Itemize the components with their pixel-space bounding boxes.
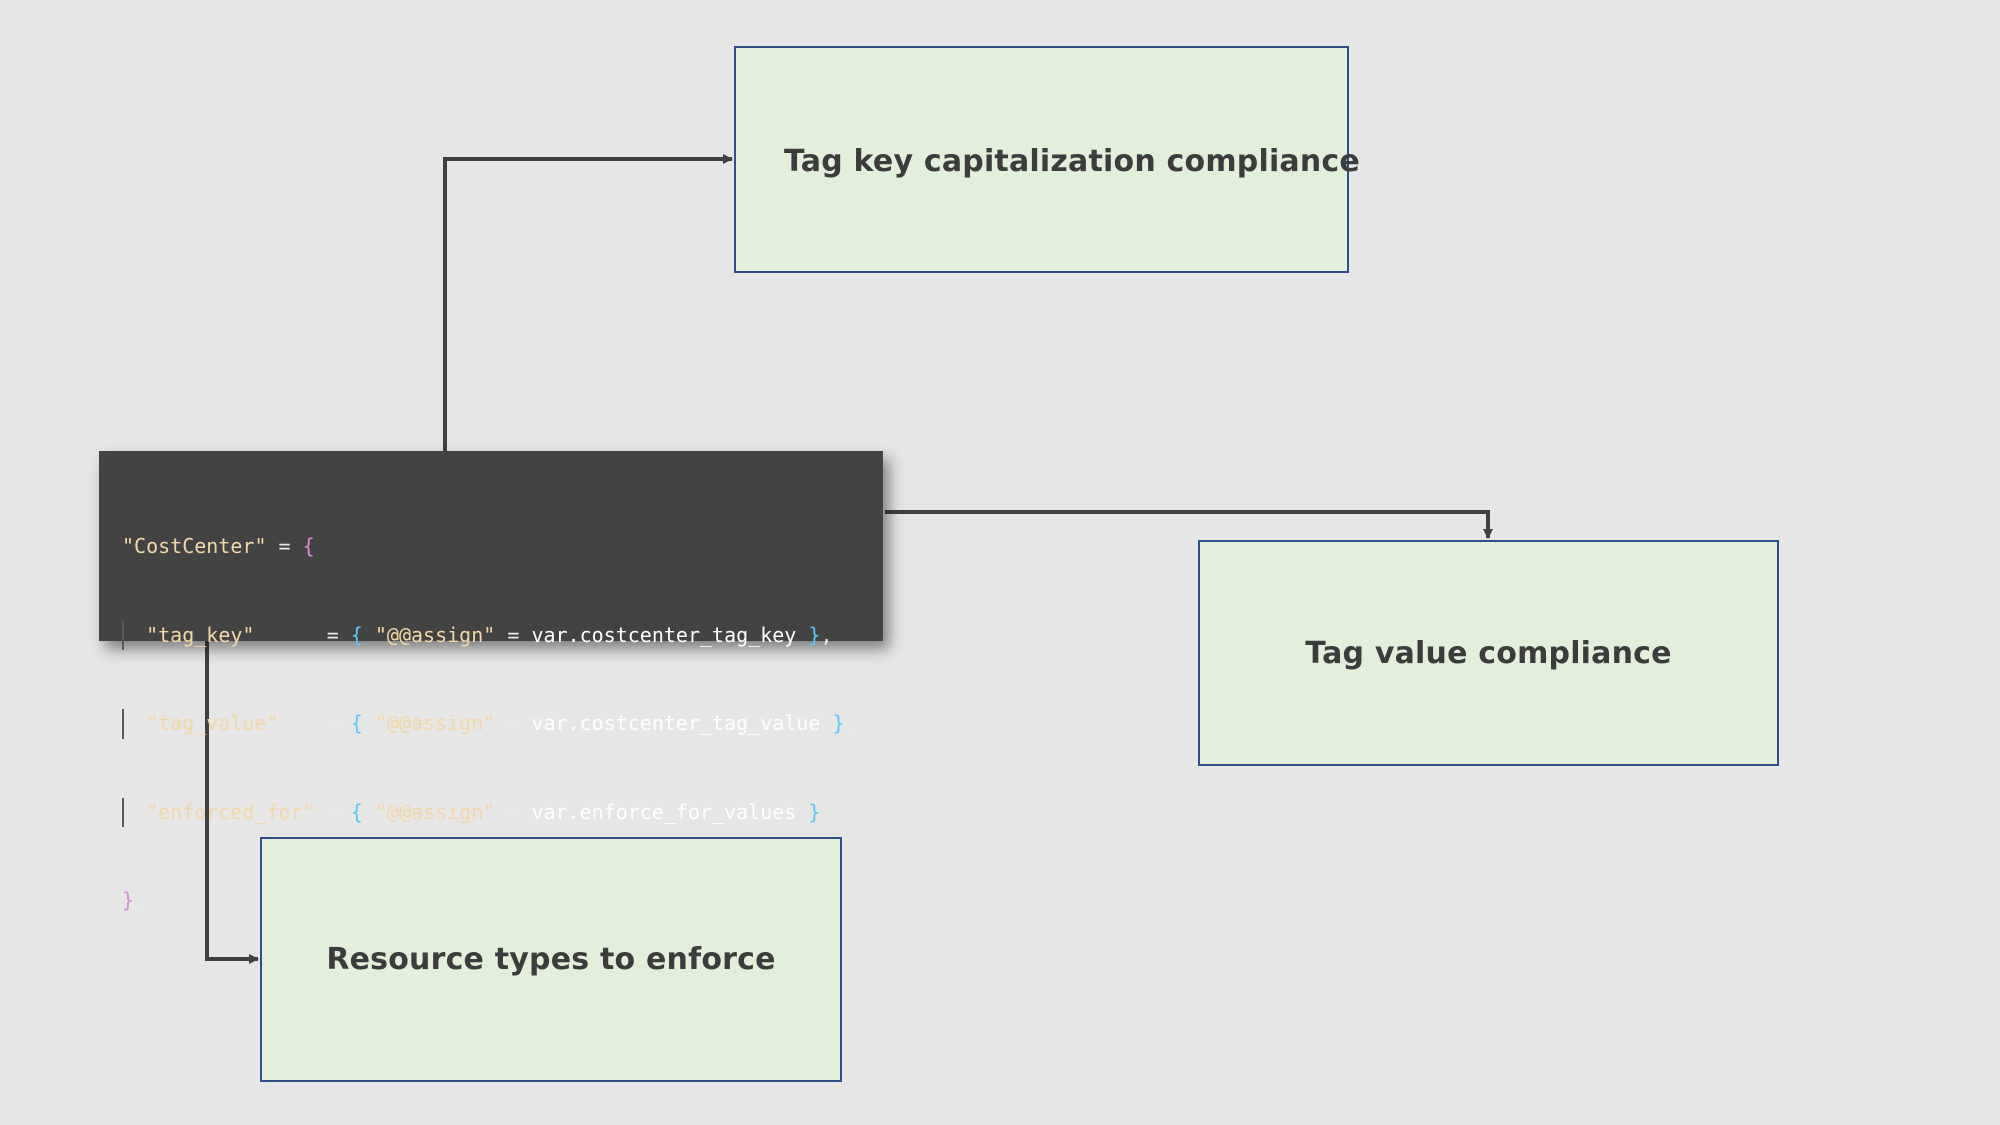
code-line-costcenter: "CostCenter" = {	[122, 534, 315, 558]
connector-to-tag-value	[885, 510, 1493, 539]
tag-key-box: Tag key capitalization compliance	[734, 46, 1360, 273]
code-snippet: "CostCenter" = { "tag_key" = { "@@assign…	[99, 451, 883, 912]
connector-to-resources	[205, 641, 259, 964]
indent-guide	[122, 797, 124, 827]
code-line-tag-value: "tag_value" = { "@@assign" = var.costcen…	[122, 709, 883, 739]
code-line-tag-key: "tag_key" = { "@@assign" = var.costcente…	[122, 620, 883, 650]
resource-types-box: Resource types to enforce	[260, 837, 842, 1082]
indent-guide	[122, 709, 124, 739]
connector-to-tag-key	[443, 154, 733, 451]
tag-key-label: Tag key capitalization compliance	[784, 144, 1360, 179]
indent-guide	[122, 620, 124, 650]
tag-value-box: Tag value compliance	[1198, 540, 1779, 766]
code-line-enforced-for: "enforced_for" = { "@@assign" = var.enfo…	[122, 797, 883, 827]
tag-value-label: Tag value compliance	[1305, 635, 1672, 671]
resource-types-label: Resource types to enforce	[326, 942, 776, 977]
code-line-close: },	[122, 888, 147, 912]
